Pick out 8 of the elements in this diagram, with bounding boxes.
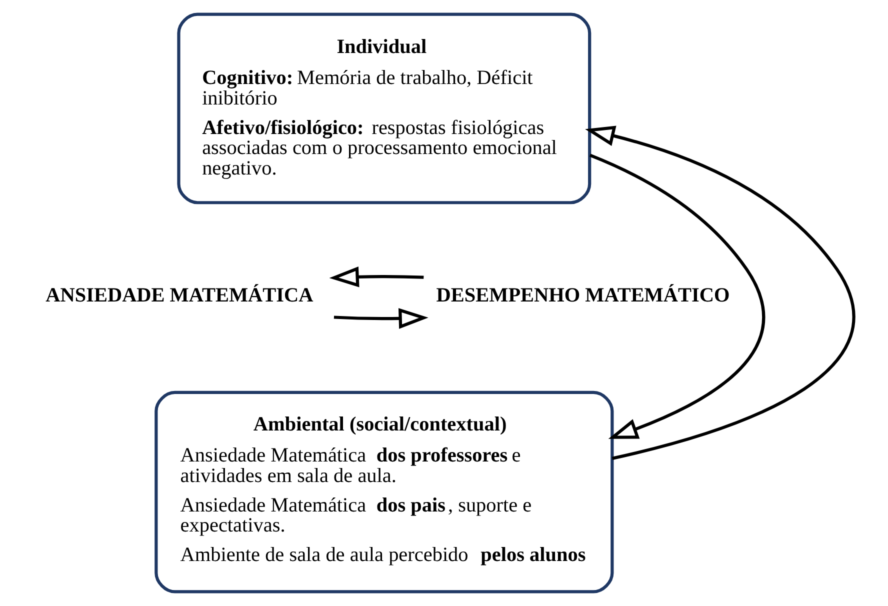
arrow: [585, 126, 856, 460]
arrow: [334, 308, 428, 329]
node-box: Ambiental (social/contextual) Ansiedade Matemática dos professores e atividades em sala de aula. Ansiedade Matemática dos pais, suporte e expectativas. Ambiente de sala de aula percebido pelos alunos: [154, 390, 614, 594]
node-text: ANSIEDADE MATEMÁTICA: [46, 284, 314, 306]
node-box: Individual Cognitivo: Memória de trabalho, Déficit inibitório Afetivo/fisiológico: respostas fisiológicas associadas com o processamento emocional negativo.: [177, 12, 592, 204]
arrow: [329, 266, 424, 288]
node-text: DESEMPENHO MATEMÁTICO: [436, 284, 730, 306]
arrow: [589, 154, 765, 439]
